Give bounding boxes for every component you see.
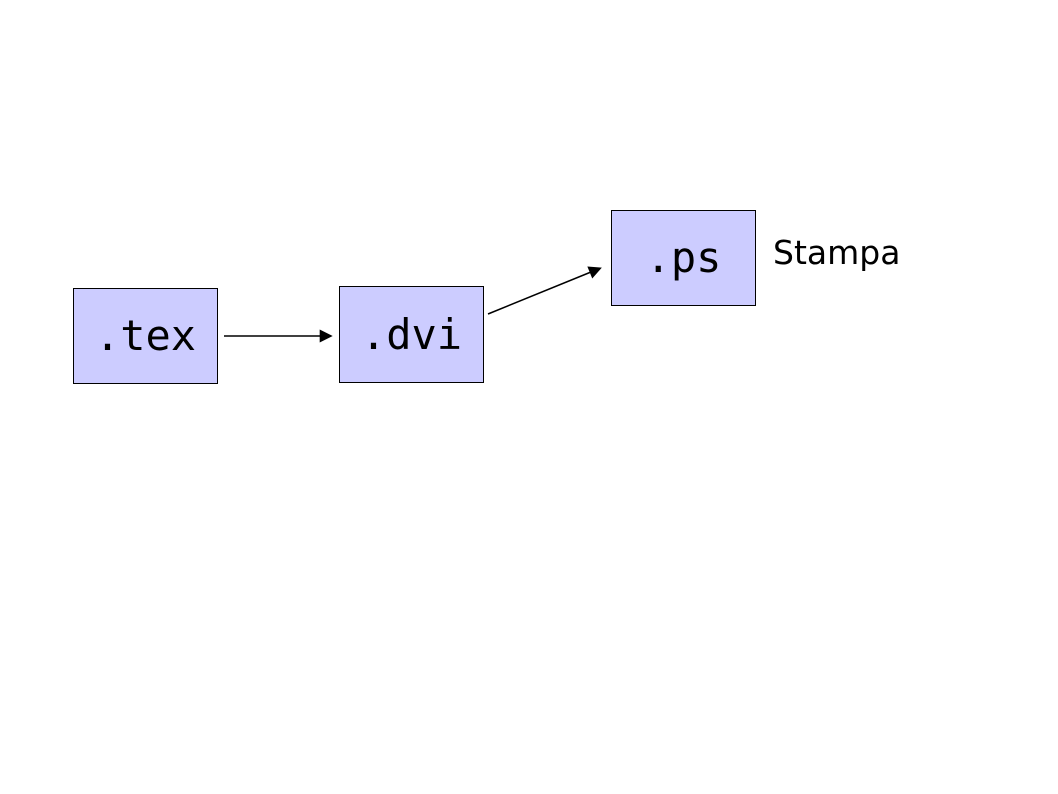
arrow-dvi-to-ps bbox=[487, 266, 602, 315]
node-ps: .ps bbox=[611, 210, 756, 306]
stampa-label: Stampa bbox=[773, 233, 901, 272]
node-tex-label: .tex bbox=[94, 311, 197, 360]
node-dvi: .dvi bbox=[339, 286, 484, 383]
node-ps-label: .ps bbox=[645, 233, 722, 282]
node-tex: .tex bbox=[73, 288, 218, 384]
node-dvi-label: .dvi bbox=[360, 309, 463, 359]
